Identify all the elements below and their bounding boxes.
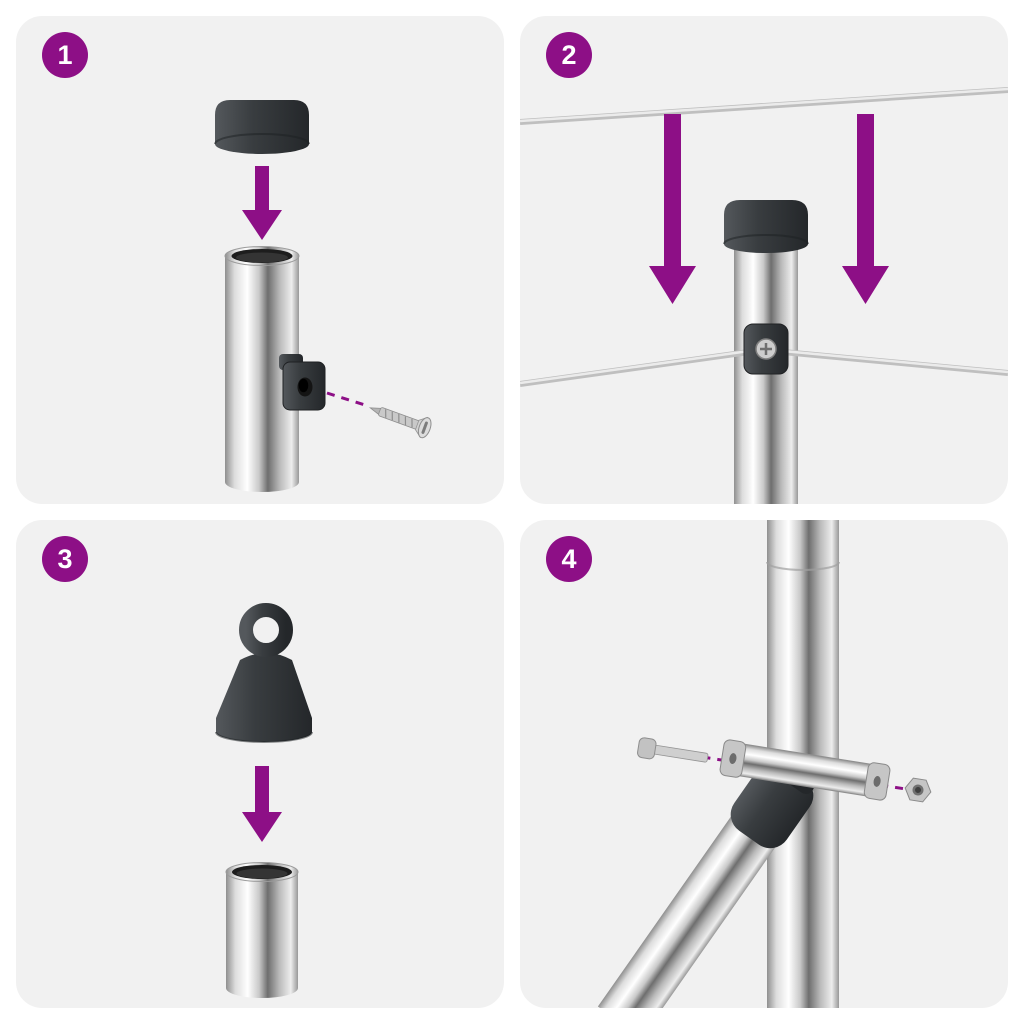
top-tension-wire [520,87,1008,125]
step-number: 2 [561,39,577,70]
screw [368,407,432,439]
step-number-badge: 1 [42,32,88,78]
post-seam [766,561,840,571]
step-4-illustration [597,520,932,1008]
down-arrow-icon [242,766,282,842]
step-number: 4 [561,543,577,574]
post-cap [214,100,310,154]
post-clamp [719,739,891,801]
step-2-illustration [520,87,1008,504]
eyelet-ring [239,603,293,657]
step-number: 3 [57,543,73,574]
step-panel-4: 4 [520,520,1008,1008]
capped-post [723,200,809,504]
open-top-post [225,862,299,998]
step-3-illustration [215,603,313,998]
dashed-guide-line [326,391,366,407]
down-arrow-left-icon [649,114,696,304]
step-number-badge: 3 [42,536,88,582]
step-panel-2: 2 [520,16,1008,504]
down-arrow-icon [242,166,282,240]
bolt [637,737,709,763]
eyelet-cap [215,603,313,743]
down-arrow-right-icon [842,114,889,304]
step-number-badge: 2 [546,32,592,78]
middle-tension-wire [520,349,1008,387]
open-top-post [224,246,300,492]
screw-clamp [279,354,326,411]
post-cap [723,200,809,253]
nut [904,777,932,803]
step-number-badge: 4 [546,536,592,582]
step-panel-1: 1 [16,16,504,504]
wire-clamp [743,323,789,375]
step-panel-3: 3 [16,520,504,1008]
step-number: 1 [57,39,73,70]
step-1-illustration [214,100,432,492]
